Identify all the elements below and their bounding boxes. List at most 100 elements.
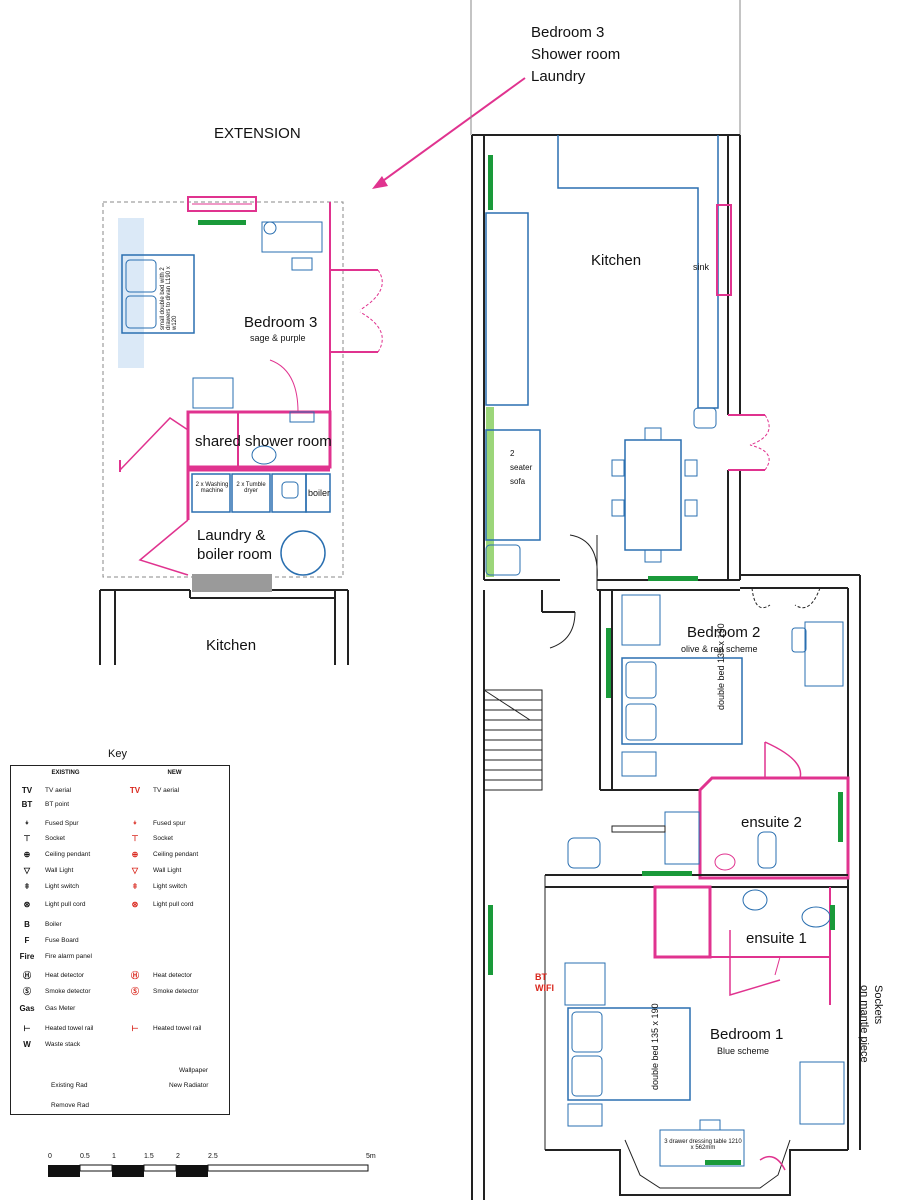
key-label: Heat detector [153,972,193,979]
key-label: Light pull cord [45,901,86,908]
key-existing-rad: Existing Rad [51,1082,88,1089]
scale-tick-label: 2 [176,1153,180,1160]
sofa-label-2: seater [510,463,533,472]
annotation-line-3: Laundry [531,68,586,85]
key-row: ▽Wall Light [127,866,181,875]
key-label: Heated towel rail [45,1025,94,1032]
bt-label: BT [535,972,547,982]
key-label: TV aerial [45,787,72,794]
key-row: ⊢ Heated towel rail [19,1024,94,1033]
key-label: Heat detector [45,972,85,979]
extension-kitchen-label: Kitchen [206,637,257,654]
key-label: Socket [45,835,65,842]
key-existing-header: EXISTING [51,770,80,776]
key-symbol-icon: ▽ [23,866,31,875]
key-row: TV TV aerial [127,786,179,795]
key-symbol-icon: BT [21,800,33,809]
extension-plan [99,196,383,665]
key-label: Wall Light [153,867,182,874]
key-label: BT point [45,801,70,808]
scale-tick-label: 1 [112,1153,116,1160]
ensuite2-label: ensuite 2 [741,814,802,831]
dressing-table-label: 3 drawer dressing table 1210 x 562mm [664,1139,742,1151]
key-row: F Fuse Board [19,936,79,945]
bedroom1-scheme: Blue scheme [717,1046,770,1056]
bedroom1-bed-label: double bed 135 x 190 [650,1003,660,1090]
key-symbol-icon: Gas [19,1004,35,1013]
key-label: Light switch [153,883,187,890]
key-row: ⊤ Socket [127,834,173,843]
annotation-arrowhead [372,176,388,189]
bedroom2-scheme: olive & red scheme [681,644,758,654]
key-row: ǂ Light switch [127,882,187,891]
key-label: Ceiling pendant [153,851,199,858]
key-symbol-icon: ⊤ [131,834,139,843]
extension-title: EXTENSION [214,125,301,142]
laundry-label-2: boiler room [197,546,273,563]
bedroom3-bed-note: small double bed with 2 drawers to divan… [160,266,178,330]
bt-wifi-label: BT WIFI [535,972,554,994]
bedroom3-label: Bedroom 3 [244,314,318,331]
key-row: ⍖Fused Spur [19,818,79,828]
bedroom1-label: Bedroom 1 [710,1026,784,1043]
key-wallpaper: Wallpaper [179,1067,209,1074]
laundry-label-1: Laundry & [197,527,266,544]
key-row: Ⓢ Smoke detector [127,986,199,997]
key-label: TV aerial [153,787,180,794]
key-label: Wall Light [45,867,74,874]
scale-tick-label: 0.5 [80,1153,90,1160]
key-symbol-icon: F [24,936,30,945]
key-symbol-icon: ⊛ [23,900,31,909]
key-label: Smoke detector [45,988,91,995]
key-symbol-icon: ⍖ [132,818,138,827]
key-symbol-icon: TV [129,786,141,795]
key-symbol-icon: ⊤ [23,834,31,843]
key-symbol-icon: Ⓗ [131,971,139,980]
key-symbol-icon: W [23,1040,31,1049]
key-symbol-icon: ǂ [24,882,30,891]
key-row: Ⓢ Smoke detector [19,986,91,997]
key-symbol-icon: ⊕ [131,850,139,859]
key-label: Boiler [45,921,62,928]
key-new-header: NEW [167,770,182,776]
key-remove-rad: Remove Rad [51,1102,89,1109]
scale-tick-label: 0 [48,1153,52,1160]
ensuite1-label: ensuite 1 [746,930,807,947]
bedroom2-bed-label: double bed 135 x 190 [716,623,726,710]
key-symbol-icon: ⊕ [23,850,31,859]
bedroom2-label: Bedroom 2 [687,624,761,641]
key-label: Socket [153,835,173,842]
wifi-label: WIFI [535,983,554,993]
boiler-label: boiler [308,488,331,498]
key-symbol-icon: Fire [19,952,35,961]
annotation-line-1: Bedroom 3 [531,24,605,41]
sofa-label-3: sofa [510,477,526,486]
kitchen-label: Kitchen [591,252,642,269]
key-row: ⊛Light pull cord [127,900,194,909]
scale-bar [48,1164,369,1177]
key-row: ⍖Fused spur [127,818,186,828]
scale-tick-label: 2.5 [208,1153,218,1160]
key-label: Waste stack [45,1041,81,1048]
key-label: Fire alarm panel [45,953,92,960]
key-symbol-icon: Ⓗ [23,971,31,980]
key-new-radiator: New Radiator [169,1082,209,1089]
key-row: Ⓗ Heat detector [127,970,192,981]
key-label: Fuse Board [45,937,79,944]
key-symbol-icon: Ⓢ [131,987,139,996]
key-symbol-icon: ⊢ [23,1024,31,1033]
key-row: ⊤ Socket [19,834,65,843]
key-symbol-icon: ǂ [132,882,138,891]
sofa-label: 2 seater sofa [510,447,532,489]
key-label: Smoke detector [153,988,199,995]
key-symbol-icon: Ⓢ [23,987,31,996]
washer-label: 2 x Washing machine [195,482,229,494]
key-row: ⊕Ceiling pendant [19,850,91,859]
key-label: Light pull cord [153,901,194,908]
